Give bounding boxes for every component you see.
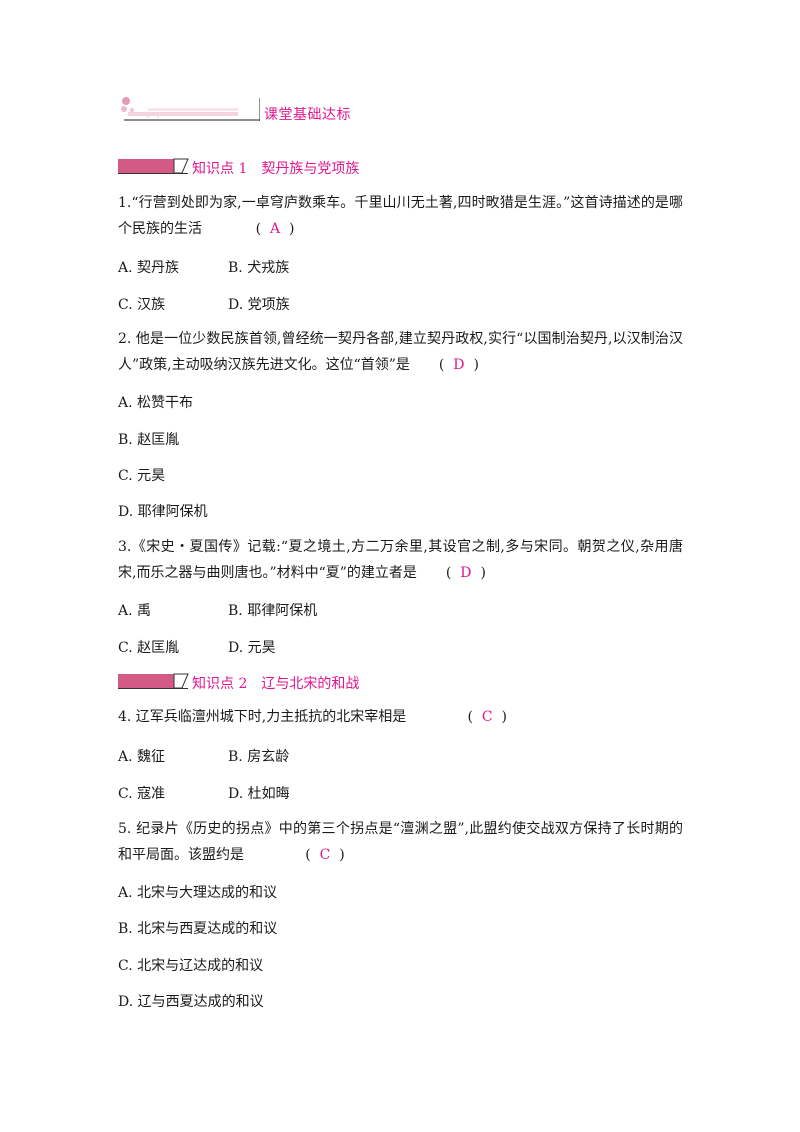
answer-letter: D [453, 357, 465, 373]
option-d: D. 辽与西夏达成的和议 [118, 994, 264, 1010]
option-d: D. 党项族 [228, 297, 290, 313]
knowledge-point-title: 辽与北宋的和战 [261, 676, 360, 692]
option-c: C. 寇准 [118, 786, 166, 802]
question-1: 1.“行营到处即为家,一卓穹庐数乘车。千里山川无土著,四时畋猎是生涯。”这首诗描… [118, 190, 683, 242]
pink-bar-icon [118, 673, 189, 689]
knowledge-point-number: 知识点 2 [192, 676, 248, 692]
question-5: 5. 纪录片《历史的拐点》中的第三个拐点是“澶渊之盟”,此盟约使交战双方保持了长… [118, 816, 683, 868]
section-header: 课堂基础达标 [118, 96, 418, 126]
option-a: A. 魏征 [118, 749, 166, 765]
question-text: 1.“行营到处即为家,一卓穹庐数乘车。千里山川无土著,四时畋猎是生涯。”这首诗描… [118, 195, 683, 237]
option-b: B. 房玄龄 [228, 749, 290, 765]
option-b: B. 犬戎族 [228, 260, 290, 276]
option-a: A. 松赞干布 [118, 395, 194, 411]
answer-slot: ( C ) [305, 847, 345, 863]
option-c: C. 汉族 [118, 297, 166, 313]
option-d: D. 杜如晦 [228, 786, 290, 802]
answer-slot: ( C ) [467, 709, 507, 725]
knowledge-point-header-2: 知识点 2 辽与北宋的和战 [118, 672, 518, 692]
question-text: 5. 纪录片《历史的拐点》中的第三个拐点是“澶渊之盟”,此盟约使交战双方保持了长… [118, 821, 683, 863]
pink-bar-icon [118, 158, 189, 174]
option-a: A. 北宋与大理达成的和议 [118, 885, 278, 901]
section-title: 课堂基础达标 [264, 107, 351, 123]
answer-slot: ( D ) [438, 357, 479, 373]
option-b: B. 赵匡胤 [118, 432, 180, 448]
answer-letter: D [460, 565, 472, 581]
knowledge-point-header-1: 知识点 1 契丹族与党项族 [118, 157, 518, 177]
knowledge-point-label: 知识点 1 契丹族与党项族 [192, 158, 359, 178]
knowledge-point-number: 知识点 1 [192, 161, 248, 177]
answer-letter: C [481, 709, 493, 725]
question-3: 3.《宋史・夏国传》记载:“夏之境土,方二万余里,其设官之制,多与宋同。朝贺之仪… [118, 534, 683, 586]
option-a: A. 契丹族 [118, 260, 180, 276]
option-d: D. 元昊 [228, 640, 276, 656]
option-b: B. 耶律阿保机 [228, 603, 318, 619]
option-a: A. 禹 [118, 603, 152, 619]
knowledge-point-label: 知识点 2 辽与北宋的和战 [192, 673, 359, 693]
option-c: C. 北宋与辽达成的和议 [118, 958, 264, 974]
answer-slot: ( A ) [255, 221, 295, 237]
answer-slot: ( D ) [445, 565, 486, 581]
option-d: D. 耶律阿保机 [118, 504, 208, 520]
decorative-dots-icon [121, 97, 260, 121]
option-c: C. 赵匡胤 [118, 640, 180, 656]
option-c: C. 元昊 [118, 468, 166, 484]
answer-letter: A [269, 221, 281, 237]
answer-letter: C [319, 847, 331, 863]
question-text: 3.《宋史・夏国传》记载:“夏之境土,方二万余里,其设官之制,多与宋同。朝贺之仪… [118, 539, 683, 581]
question-4: 4. 辽军兵临澶州城下时,力主抵抗的北宋宰相是 ( C ) [118, 704, 718, 730]
question-text: 2. 他是一位少数民族首领,曾经统一契丹各部,建立契丹政权,实行“以国制治契丹,… [118, 331, 683, 373]
question-text: 4. 辽军兵临澶州城下时,力主抵抗的北宋宰相是 [118, 709, 407, 725]
option-b: B. 北宋与西夏达成的和议 [118, 921, 278, 937]
knowledge-point-title: 契丹族与党项族 [261, 161, 360, 177]
question-2: 2. 他是一位少数民族首领,曾经统一契丹各部,建立契丹政权,实行“以国制治契丹,… [118, 326, 683, 378]
